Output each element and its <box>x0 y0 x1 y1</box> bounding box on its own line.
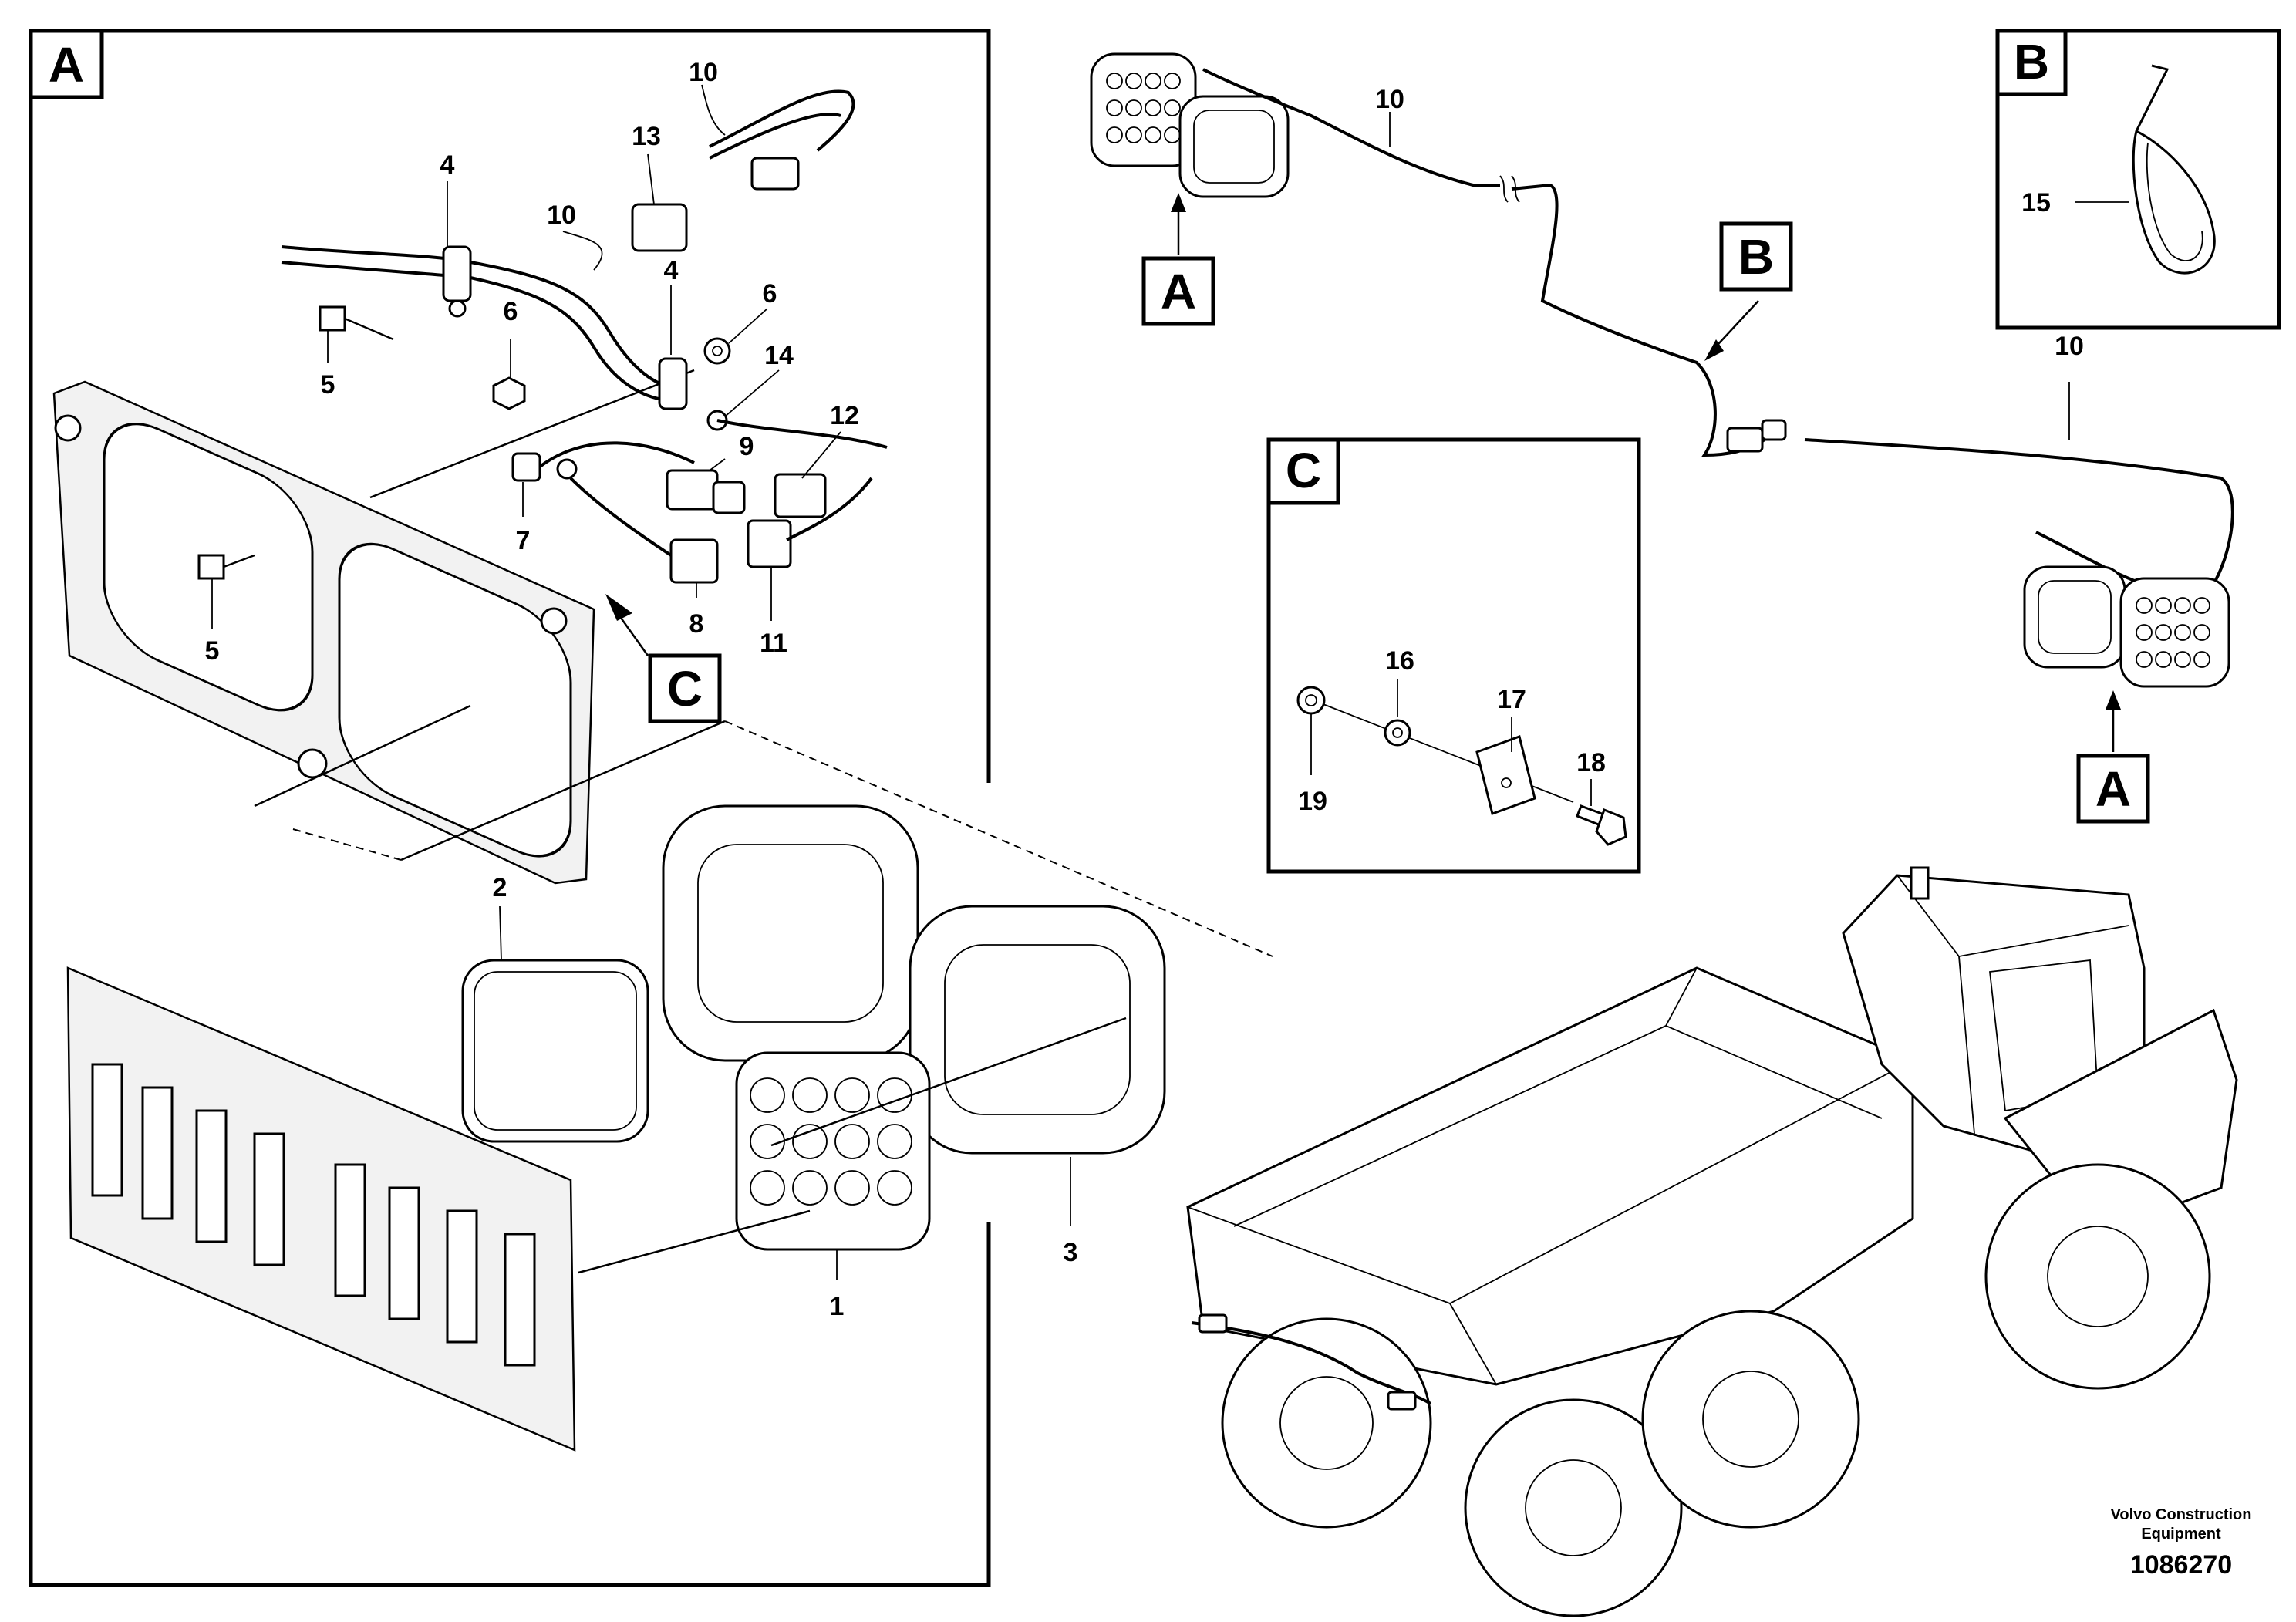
overview-tag-a-top <box>1141 256 1215 326</box>
sub-harness <box>538 419 888 557</box>
detail-frame-a: A <box>29 29 991 1587</box>
overview-led-cells-right <box>2136 597 2210 668</box>
overview-tag-b <box>1719 221 1793 292</box>
detail-frame-b: B 15 <box>1995 29 2281 330</box>
led-lamp <box>735 1051 931 1251</box>
document-id: 1086270 <box>2130 1550 2232 1580</box>
overview-tag-a-right <box>2076 754 2150 824</box>
plate-17 <box>1475 735 1536 815</box>
bolt-5a <box>319 305 394 341</box>
callout-2: 2 <box>493 873 507 902</box>
callouts-detail-a: 4 4 10 10 13 6 6 14 12 9 7 8 11 5 5 2 3 … <box>205 58 1078 1321</box>
callout-10d: 10 <box>2055 332 2084 361</box>
callout-15: 15 <box>2021 188 2051 218</box>
mounting-plate <box>52 380 595 885</box>
callout-13: 13 <box>632 122 661 151</box>
detail-frame-c: C 16 17 18 19 <box>1266 437 1641 874</box>
overview-tag-a-right-label: A <box>2095 761 2131 817</box>
callout-17: 17 <box>1497 685 1526 714</box>
connector-7 <box>511 452 578 482</box>
view-c-label: C <box>1286 443 1321 498</box>
plate-slots <box>91 1063 536 1367</box>
publisher-credit: Volvo Construction Equipment 1086270 <box>2111 1506 2252 1580</box>
connector-8 <box>669 538 719 584</box>
clamp-4a <box>442 245 472 318</box>
callout-8: 8 <box>689 609 704 639</box>
callout-3: 3 <box>1064 1238 1078 1267</box>
view-c-pointer-tag: C <box>605 594 722 723</box>
harness-overview: A A B 10 10 <box>1090 52 2234 824</box>
callout-18: 18 <box>1576 748 1606 777</box>
callout-5b: 5 <box>205 636 220 666</box>
view-c-tag-label: C <box>667 661 703 717</box>
back-plate <box>66 966 576 1452</box>
overview-lens-right <box>2023 565 2126 669</box>
nut-6a <box>492 376 526 410</box>
washer-16 <box>1384 719 1411 747</box>
callout-12: 12 <box>830 401 859 430</box>
overview-lens-left <box>1178 95 1290 198</box>
clamp-4b <box>658 357 688 410</box>
callout-10a: 10 <box>547 201 576 230</box>
overview-connector <box>1726 427 1764 453</box>
rubber-grommet-right <box>909 905 1166 1155</box>
bolt-5b <box>197 554 255 580</box>
overview-tag-b-label: B <box>1738 229 1774 285</box>
led-cells <box>750 1077 912 1206</box>
callout-19: 19 <box>1298 787 1327 816</box>
connector-11 <box>747 519 792 568</box>
bolt-18 <box>1576 804 1627 846</box>
callout-7: 7 <box>516 526 531 555</box>
credit-line-2: Equipment <box>2141 1526 2221 1543</box>
lamp-lens <box>461 959 649 1143</box>
connector-plug <box>750 157 800 191</box>
assembly-lines <box>254 369 1273 1274</box>
overview-tag-a-top-label: A <box>1161 264 1196 319</box>
connector-9 <box>666 469 746 514</box>
callout-10b: 10 <box>689 58 718 87</box>
callout-11: 11 <box>760 629 787 658</box>
washer-19 <box>1296 686 1326 715</box>
callout-16: 16 <box>1385 646 1414 676</box>
callout-4b: 4 <box>664 256 679 285</box>
cable-harness <box>281 89 855 403</box>
connector-12 <box>774 473 827 518</box>
washer-6b <box>703 337 731 365</box>
callout-6a: 6 <box>504 297 518 326</box>
callout-5a: 5 <box>321 370 335 400</box>
rubber-grommet-left <box>662 804 919 1062</box>
hauler-wheels <box>1221 1163 2211 1617</box>
callout-10c: 10 <box>1375 85 1404 114</box>
view-b-label: B <box>2014 34 2049 89</box>
cable-tie <box>2132 64 2216 275</box>
articulated-hauler <box>1186 866 2238 1617</box>
callout-4a: 4 <box>440 150 455 180</box>
callout-14: 14 <box>764 341 794 370</box>
credit-line-1: Volvo Construction <box>2111 1506 2252 1523</box>
view-a-label: A <box>49 37 84 93</box>
callout-9: 9 <box>740 432 754 461</box>
callout-1: 1 <box>830 1292 845 1321</box>
callout-6b: 6 <box>763 279 777 309</box>
connector-13 <box>631 203 688 252</box>
